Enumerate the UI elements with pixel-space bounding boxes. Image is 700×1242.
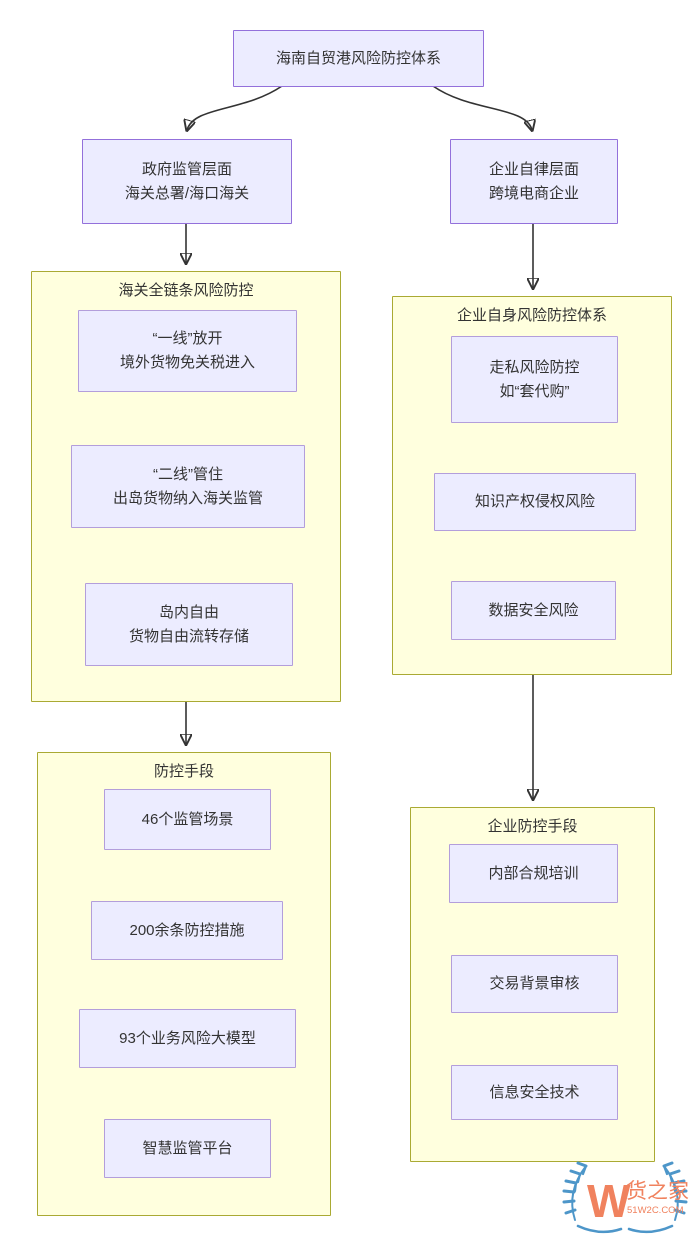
box-line: “一线”放开 <box>152 330 223 347</box>
node-government: 政府监管层面 海关总署/海口海关 <box>82 139 292 224</box>
box-data-security-risk: 数据安全风险 <box>451 581 616 640</box>
node-enterprise-line1: 企业自律层面 <box>488 160 579 178</box>
box-control-measures-count: 200余条防控措施 <box>91 901 283 960</box>
box-regulatory-scenarios: 46个监管场景 <box>104 789 271 850</box>
brand-w-icon: W <box>587 1175 631 1227</box>
box-smuggling-risk: 走私风险防控 如“套代购” <box>451 336 618 423</box>
box-line: 知识产权侵权风险 <box>474 493 595 510</box>
box-line: 如“套代购” <box>499 382 570 400</box>
box-island-freedom: 岛内自由 货物自由流转存储 <box>85 583 293 666</box>
box-second-line-control: “二线”管住 出岛货物纳入海关监管 <box>71 445 305 528</box>
cluster-enterprise-risk-title: 企业自身风险防控体系 <box>456 307 607 324</box>
cluster-control-measures-title: 防控手段 <box>153 763 214 780</box>
cluster-customs-title: 海关全链条风险防控 <box>118 282 254 299</box>
box-line: 岛内自由 <box>158 603 219 621</box>
cluster-enterprise-measures-title: 企业防控手段 <box>487 818 578 835</box>
box-line: “二线”管住 <box>153 465 223 483</box>
box-line: 交易背景审核 <box>489 975 580 992</box>
box-line: 出岛货物纳入海关监管 <box>112 489 263 507</box>
laurel-wreath-icon <box>562 1161 688 1234</box>
node-government-line1: 政府监管层面 <box>141 160 232 178</box>
box-line: 走私风险防控 <box>489 358 580 376</box>
box-line: 200余条防控措施 <box>129 921 245 939</box>
box-first-line-open: “一线”放开 境外货物免关税进入 <box>78 310 297 392</box>
brand-domain: 51W2C.COM <box>627 1205 684 1216</box>
edge-root-to-government <box>187 85 283 130</box>
node-enterprise: 企业自律层面 跨境电商企业 <box>450 139 618 224</box>
box-line: 货物自由流转存储 <box>128 627 249 645</box>
cluster-enterprise-risk: 企业自身风险防控体系 走私风险防控 如“套代购” 知识产权侵权风险 数据安全风险 <box>392 296 672 675</box>
box-transaction-review: 交易背景审核 <box>451 955 618 1013</box>
brand-logo: W 货之家 51W2C.COM <box>562 1161 689 1234</box>
box-line: 93个业务风险大模型 <box>119 1029 256 1047</box>
brand-name: 货之家 <box>626 1180 689 1203</box>
box-smart-platform: 智慧监管平台 <box>104 1119 271 1178</box>
cluster-customs: 海关全链条风险防控 “一线”放开 境外货物免关税进入 “二线”管住 出岛货物纳入… <box>31 271 341 702</box>
box-line: 数据安全风险 <box>488 601 579 619</box>
box-infosec-technology: 信息安全技术 <box>451 1065 618 1120</box>
box-line: 内部合规培训 <box>488 864 579 882</box>
node-root: 海南自贸港风险防控体系 <box>233 30 484 87</box>
node-government-line2: 海关总署/海口海关 <box>124 184 250 202</box>
box-line: 智慧监管平台 <box>142 1139 233 1157</box>
box-line: 境外货物免关税进入 <box>119 354 255 371</box>
edge-root-to-enterprise <box>432 85 532 130</box>
node-root-label: 海南自贸港风险防控体系 <box>275 49 441 67</box>
box-line: 信息安全技术 <box>489 1083 580 1101</box>
node-enterprise-line2: 跨境电商企业 <box>488 184 579 202</box>
box-ip-infringement-risk: 知识产权侵权风险 <box>434 473 636 531</box>
cluster-control-measures: 防控手段 46个监管场景 200余条防控措施 93个业务风险大模型 智慧监管平台 <box>37 752 331 1216</box>
box-compliance-training: 内部合规培训 <box>449 844 618 903</box>
box-line: 46个监管场景 <box>141 810 234 828</box>
cluster-enterprise-measures: 企业防控手段 内部合规培训 交易背景审核 信息安全技术 <box>410 807 655 1162</box>
box-risk-models: 93个业务风险大模型 <box>79 1009 296 1068</box>
